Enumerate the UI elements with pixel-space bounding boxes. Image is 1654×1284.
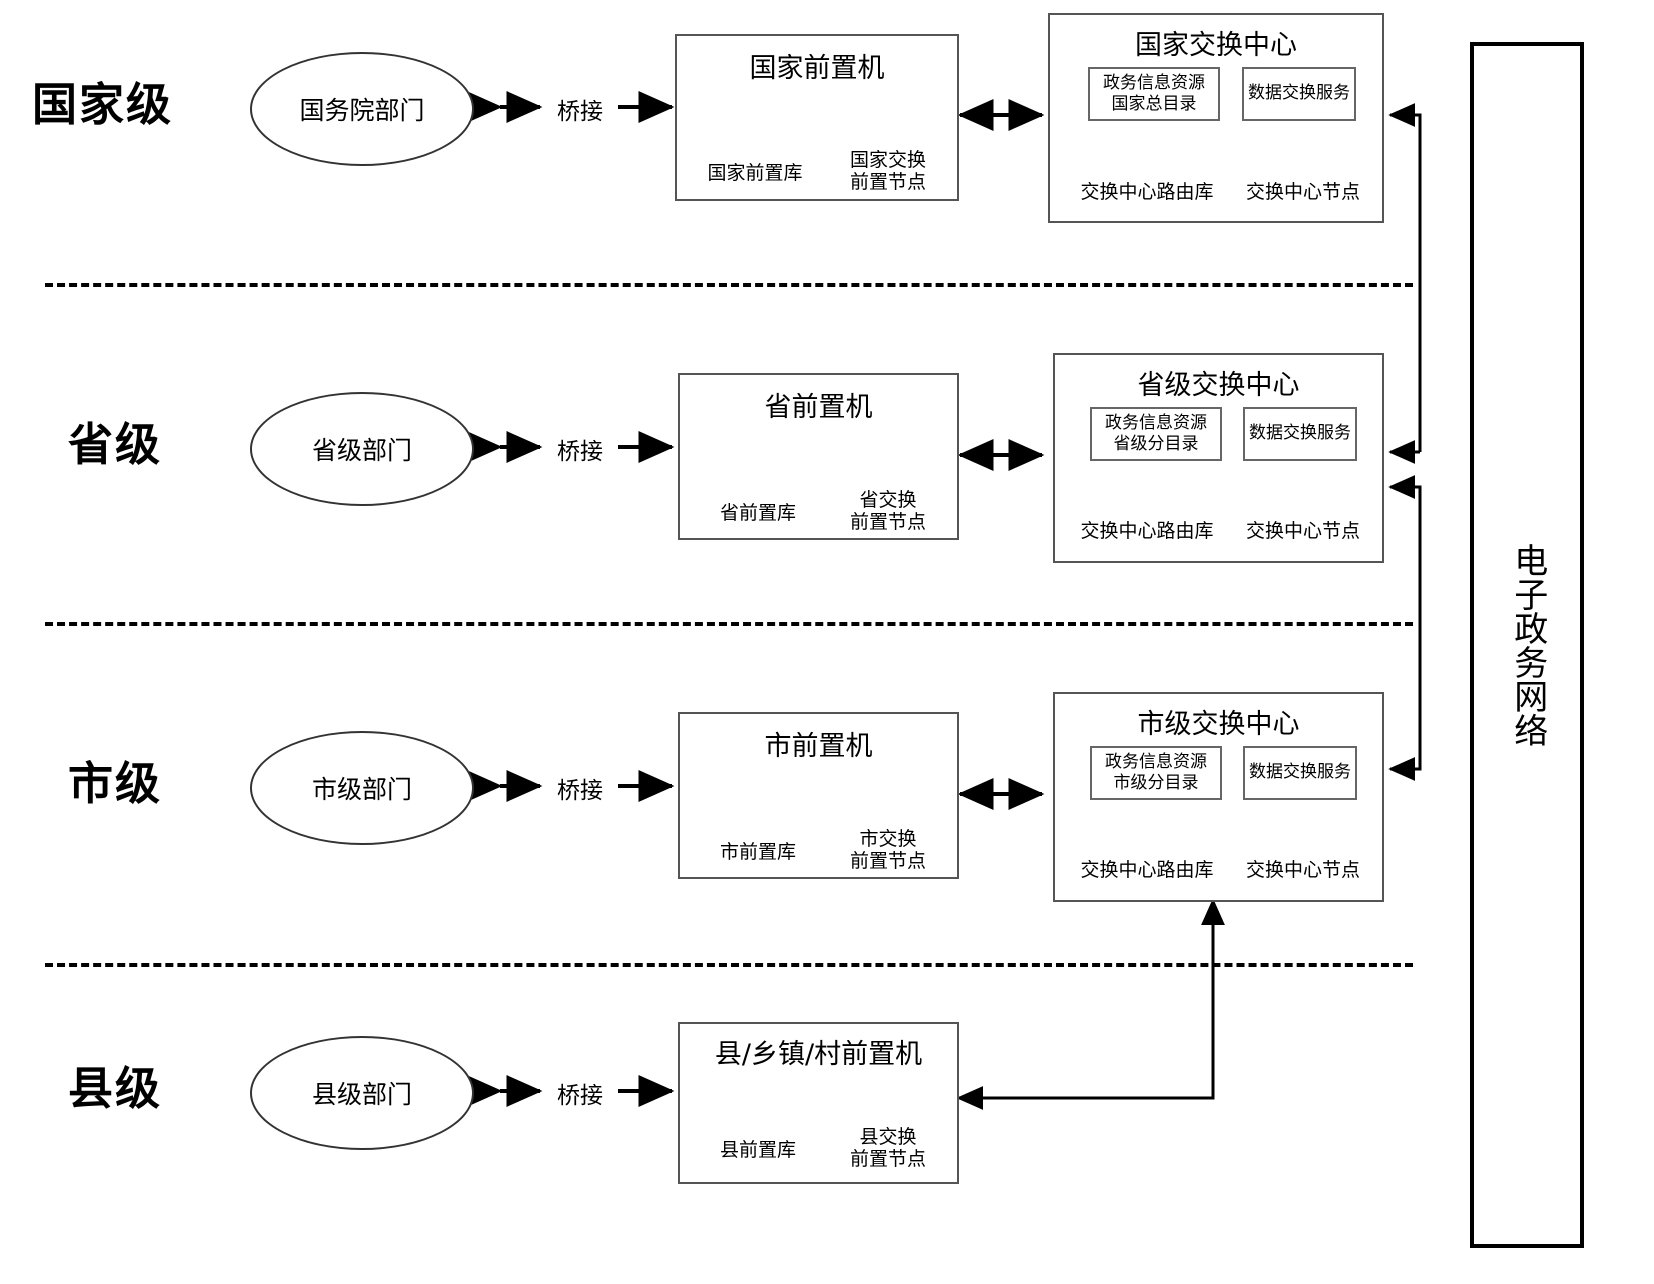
department-label: 国务院部门 [299,96,425,125]
caption-province-center-node: 交换中心节点 [1245,520,1360,542]
caption-province-front-db: 省前置库 [719,502,796,524]
box-front-machine-province: 省前置机 [678,373,959,540]
caption-city-routing-db: 交换中心路由库 [1080,859,1214,881]
divider-national-province [45,283,1413,287]
exchange-center-title: 省级交换中心 [1137,370,1300,401]
divider-city-county [45,963,1413,967]
node-department-national: 国务院部门 [250,52,474,166]
bridge-label-county: 桥接 [557,1083,603,1109]
box-exchange-center-city: 市级交换中心 政务信息资源 市级分目录 数据交换服务 [1053,692,1384,902]
level-label-national: 国家级 [32,78,174,131]
caption-county-exchange-node: 县交换 前置节点 [849,1126,926,1170]
front-machine-title: 省前置机 [764,392,873,423]
front-machine-title: 市前置机 [764,731,873,762]
exchange-center-title: 国家交换中心 [1135,30,1297,61]
box-egov-network: 电子政务网络 [1470,42,1584,1248]
level-label-county: 县级 [68,1062,163,1115]
node-department-city: 市级部门 [250,731,474,845]
box-data-exchange-service-province: 数据交换服务 [1243,407,1357,461]
divider-province-city [45,622,1413,626]
department-label: 省级部门 [311,436,412,465]
box-front-machine-county: 县/乡镇/村前置机 [678,1022,959,1184]
department-label: 县级部门 [311,1080,412,1109]
egov-network-label: 电子政务网络 [1507,543,1548,747]
level-label-province: 省级 [68,418,163,471]
caption-city-front-db: 市前置库 [719,841,796,863]
caption-national-exchange-node: 国家交换 前置节点 [849,149,926,193]
box-catalog-national: 政务信息资源 国家总目录 [1088,67,1220,121]
box-exchange-center-national: 国家交换中心 政务信息资源 国家总目录 数据交换服务 [1048,13,1384,223]
caption-province-routing-db: 交换中心路由库 [1080,520,1214,542]
bridge-label-city: 桥接 [557,778,603,804]
department-label: 市级部门 [311,775,412,804]
box-data-exchange-service-national: 数据交换服务 [1242,67,1356,121]
caption-national-front-db: 国家前置库 [707,162,803,184]
caption-city-exchange-node: 市交换 前置节点 [849,828,926,872]
node-department-county: 县级部门 [250,1036,474,1150]
box-catalog-province: 政务信息资源 省级分目录 [1090,407,1222,461]
front-machine-title: 县/乡镇/村前置机 [714,1039,923,1070]
caption-province-exchange-node: 省交换 前置节点 [849,489,926,533]
box-exchange-center-province: 省级交换中心 政务信息资源 省级分目录 数据交换服务 [1053,353,1384,563]
box-front-machine-national: 国家前置机 [675,34,959,201]
bridge-label-province: 桥接 [557,439,603,465]
box-front-machine-city: 市前置机 [678,712,959,879]
node-department-province: 省级部门 [250,392,474,506]
exchange-center-title: 市级交换中心 [1137,709,1300,740]
caption-national-center-node: 交换中心节点 [1245,181,1360,203]
caption-county-front-db: 县前置库 [719,1139,796,1161]
bridge-label-national: 桥接 [557,99,603,125]
box-data-exchange-service-city: 数据交换服务 [1243,746,1357,800]
box-catalog-city: 政务信息资源 市级分目录 [1090,746,1222,800]
front-machine-title: 国家前置机 [749,53,885,84]
level-label-city: 市级 [68,757,163,810]
caption-national-routing-db: 交换中心路由库 [1080,181,1214,203]
caption-city-center-node: 交换中心节点 [1245,859,1360,881]
